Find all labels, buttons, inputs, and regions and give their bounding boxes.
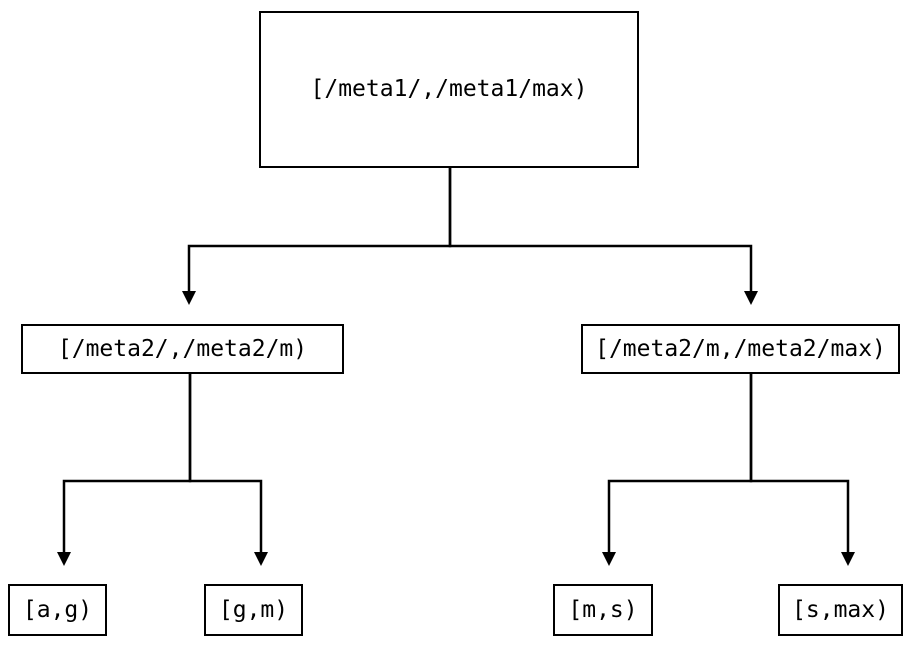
edge-mid-right-to-leaf-4: [749, 374, 855, 566]
tree-node-mid-right-label: [/meta2/m,/meta2/max): [595, 335, 886, 362]
edge-mid-left-to-leaf-2: [188, 374, 268, 566]
tree-node-leaf-3[interactable]: [m,s): [553, 584, 653, 636]
edge-root-to-mid-left: [182, 168, 452, 305]
tree-node-leaf-3-label: [m,s): [568, 596, 638, 623]
edge-mid-left-to-leaf-1: [57, 374, 192, 566]
tree-node-root[interactable]: [/meta1/,/meta1/max): [259, 11, 639, 168]
tree-node-leaf-1[interactable]: [a,g): [8, 584, 107, 636]
arrowhead-icon: [841, 552, 855, 566]
edge-root-to-mid-right: [448, 168, 758, 305]
edge-mid-right-to-leaf-3: [602, 374, 753, 566]
tree-node-leaf-2[interactable]: [g,m): [204, 584, 303, 636]
arrowhead-icon: [182, 291, 196, 305]
tree-node-mid-left-label: [/meta2/,/meta2/m): [57, 335, 308, 362]
tree-node-leaf-2-label: [g,m): [218, 596, 289, 623]
arrowhead-icon: [744, 291, 758, 305]
tree-node-leaf-4-label: [s,max): [792, 596, 889, 623]
tree-node-root-label: [/meta1/,/meta1/max): [310, 76, 588, 102]
arrowhead-icon: [254, 552, 268, 566]
arrowhead-icon: [602, 552, 616, 566]
tree-node-mid-right[interactable]: [/meta2/m,/meta2/max): [581, 324, 900, 374]
tree-node-mid-left[interactable]: [/meta2/,/meta2/m): [21, 324, 344, 374]
tree-node-leaf-1-label: [a,g): [22, 596, 93, 623]
tree-node-leaf-4[interactable]: [s,max): [778, 584, 903, 636]
arrowhead-icon: [57, 552, 71, 566]
